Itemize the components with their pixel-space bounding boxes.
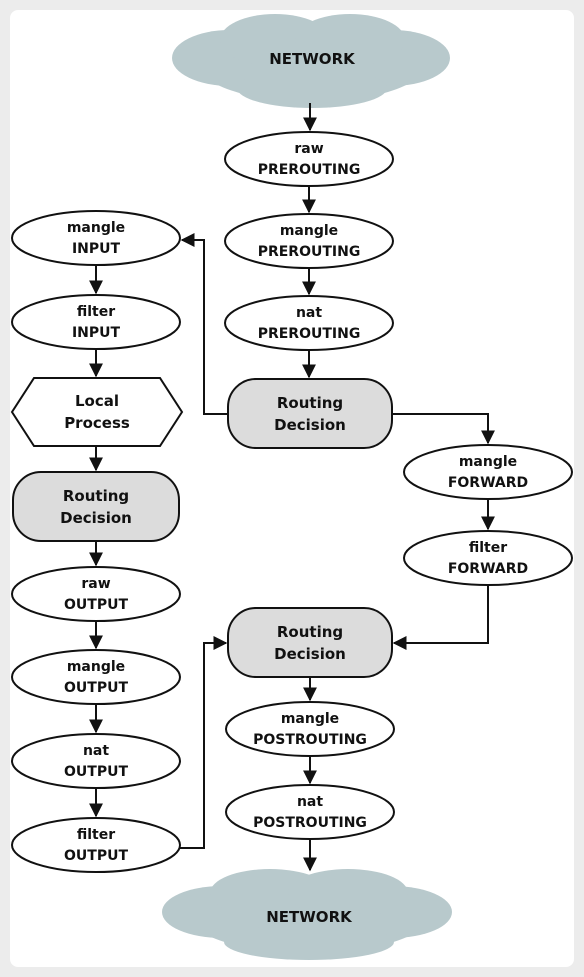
node-filter-forward: filter FORWARD	[403, 530, 573, 586]
node-nat-output: nat OUTPUT	[11, 733, 181, 789]
filter-forward-table: filter	[469, 540, 507, 556]
node-mangle-forward: mangle FORWARD	[403, 444, 573, 500]
node-routing-decision-1: Routing Decision	[227, 378, 393, 449]
mangle-postrouting-table: mangle	[281, 711, 339, 727]
routing-decision-1-line2: Decision	[274, 416, 346, 434]
node-raw-prerouting: raw PREROUTING	[224, 131, 394, 187]
raw-prerouting-table: raw	[294, 141, 323, 157]
network-top-cloud: NETWORK	[172, 14, 450, 108]
nat-postrouting-chain: POSTROUTING	[253, 815, 367, 831]
node-mangle-output: mangle OUTPUT	[11, 649, 181, 705]
routing-decision-2-line2: Decision	[60, 509, 132, 527]
filter-forward-chain: FORWARD	[448, 561, 528, 577]
routing-decision-3-line2: Decision	[274, 645, 346, 663]
node-mangle-postrouting: mangle POSTROUTING	[225, 701, 395, 757]
edge-filter-forward-to-routing-3	[392, 585, 489, 650]
filter-output-chain: OUTPUT	[64, 848, 128, 864]
mangle-output-table: mangle	[67, 659, 125, 675]
nat-output-chain: OUTPUT	[64, 764, 128, 780]
cloud-icon	[162, 869, 452, 960]
node-local-process: Local Process	[10, 377, 184, 447]
network-top-label: NETWORK	[269, 50, 356, 68]
node-mangle-prerouting: mangle PREROUTING	[224, 213, 394, 269]
edge-routing-1-to-mangle-input	[180, 233, 228, 415]
node-nat-prerouting: nat PREROUTING	[224, 295, 394, 351]
routing-decision-3-line1: Routing	[277, 623, 343, 641]
node-nat-postrouting: nat POSTROUTING	[225, 784, 395, 840]
nat-prerouting-chain: PREROUTING	[258, 326, 361, 342]
routing-decision-2-line1: Routing	[63, 487, 129, 505]
nat-prerouting-table: nat	[296, 305, 322, 321]
raw-output-table: raw	[81, 576, 110, 592]
mangle-forward-chain: FORWARD	[448, 475, 528, 491]
edge-filter-output-to-routing-3	[180, 636, 228, 849]
network-bottom-label: NETWORK	[266, 908, 353, 926]
mangle-output-chain: OUTPUT	[64, 680, 128, 696]
edge-routing-1-to-mangle-forward	[392, 413, 495, 445]
node-filter-output: filter OUTPUT	[11, 817, 181, 873]
network-bottom-cloud: NETWORK	[162, 869, 452, 960]
routing-decision-1-line1: Routing	[277, 394, 343, 412]
node-routing-decision-2: Routing Decision	[12, 471, 180, 542]
mangle-prerouting-table: mangle	[280, 223, 338, 239]
mangle-input-table: mangle	[67, 220, 125, 236]
node-filter-input: filter INPUT	[11, 294, 181, 350]
raw-output-chain: OUTPUT	[64, 597, 128, 613]
mangle-postrouting-chain: POSTROUTING	[253, 732, 367, 748]
node-mangle-input: mangle INPUT	[11, 210, 181, 266]
mangle-prerouting-chain: PREROUTING	[258, 244, 361, 260]
node-routing-decision-3: Routing Decision	[227, 607, 393, 678]
nat-postrouting-table: nat	[297, 794, 323, 810]
cloud-icon	[172, 14, 450, 108]
filter-input-table: filter	[77, 304, 115, 320]
filter-output-table: filter	[77, 827, 115, 843]
node-raw-output: raw OUTPUT	[11, 566, 181, 622]
local-process-line1: Local	[75, 392, 119, 410]
raw-prerouting-chain: PREROUTING	[258, 162, 361, 178]
local-process-line2: Process	[64, 414, 130, 432]
filter-input-chain: INPUT	[72, 325, 121, 341]
mangle-input-chain: INPUT	[72, 241, 121, 257]
edges	[89, 103, 495, 872]
mangle-forward-table: mangle	[459, 454, 517, 470]
nat-output-table: nat	[83, 743, 109, 759]
